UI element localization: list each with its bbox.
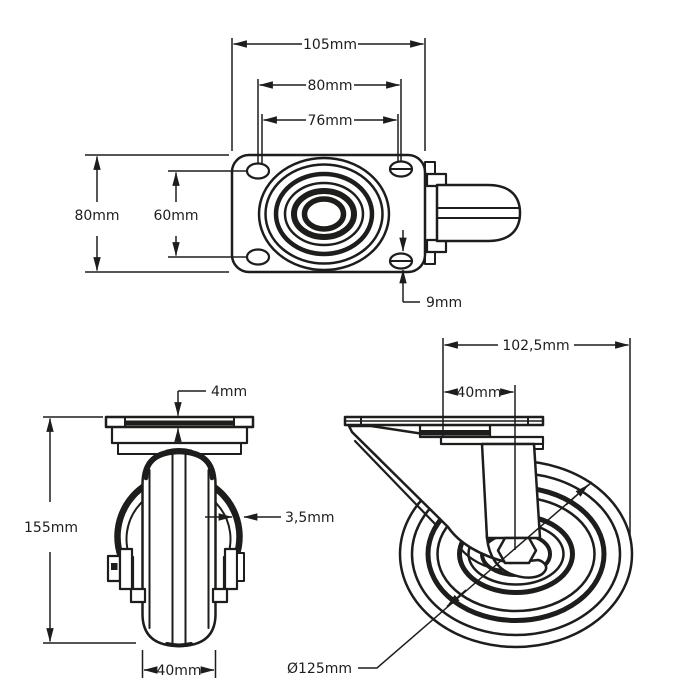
- dim-top-slot-width: 76mm: [307, 113, 352, 129]
- dim-top-bolt-width: 80mm: [307, 78, 352, 94]
- swivel-bearing-rings: [257, 156, 391, 272]
- front-view-dimensions: 155mm 4mm 3,5mm 40mm: [24, 384, 335, 679]
- dim-side-wheel-diameter: Ø125mm: [287, 661, 352, 677]
- axle-hex-nut: [496, 536, 538, 565]
- dim-front-bracket-thickness: 3,5mm: [285, 510, 335, 526]
- dim-top-overall-width: 105mm: [303, 37, 357, 53]
- dim-side-overall-length: 102,5mm: [502, 338, 569, 354]
- dim-side-swivel-offset: 40mm: [456, 385, 501, 401]
- side-plate: [343, 415, 545, 427]
- swivel-race: [418, 423, 545, 450]
- bolt-holes: [245, 160, 414, 270]
- side-view-dimensions: 102,5mm 40mm Ø125mm: [287, 338, 631, 677]
- fork-strut: [480, 442, 542, 540]
- dim-front-overall-height: 155mm: [24, 520, 78, 536]
- dim-front-wheel-width: 40mm: [156, 663, 201, 679]
- mounting-plate: [230, 153, 427, 274]
- swivel-fork-yoke: [347, 424, 548, 579]
- dim-top-bolt-depth: 60mm: [153, 208, 198, 224]
- dim-top-plate-depth: 80mm: [74, 208, 119, 224]
- side-view: 102,5mm 40mm Ø125mm: [287, 338, 634, 677]
- axle-hardware: [106, 547, 245, 604]
- front-view: 155mm 4mm 3,5mm 40mm: [24, 384, 335, 679]
- wheel-front-view: [141, 448, 217, 648]
- top-view-dimensions: 105mm 80mm 76mm 80mm 60mm 9mm: [74, 37, 462, 311]
- top-plate-view: 105mm 80mm 76mm 80mm 60mm 9mm: [74, 37, 522, 311]
- dim-top-bolt-hole: 9mm: [426, 295, 462, 311]
- wheel-top-view: [424, 161, 522, 265]
- dim-front-plate-thickness: 4mm: [211, 384, 247, 400]
